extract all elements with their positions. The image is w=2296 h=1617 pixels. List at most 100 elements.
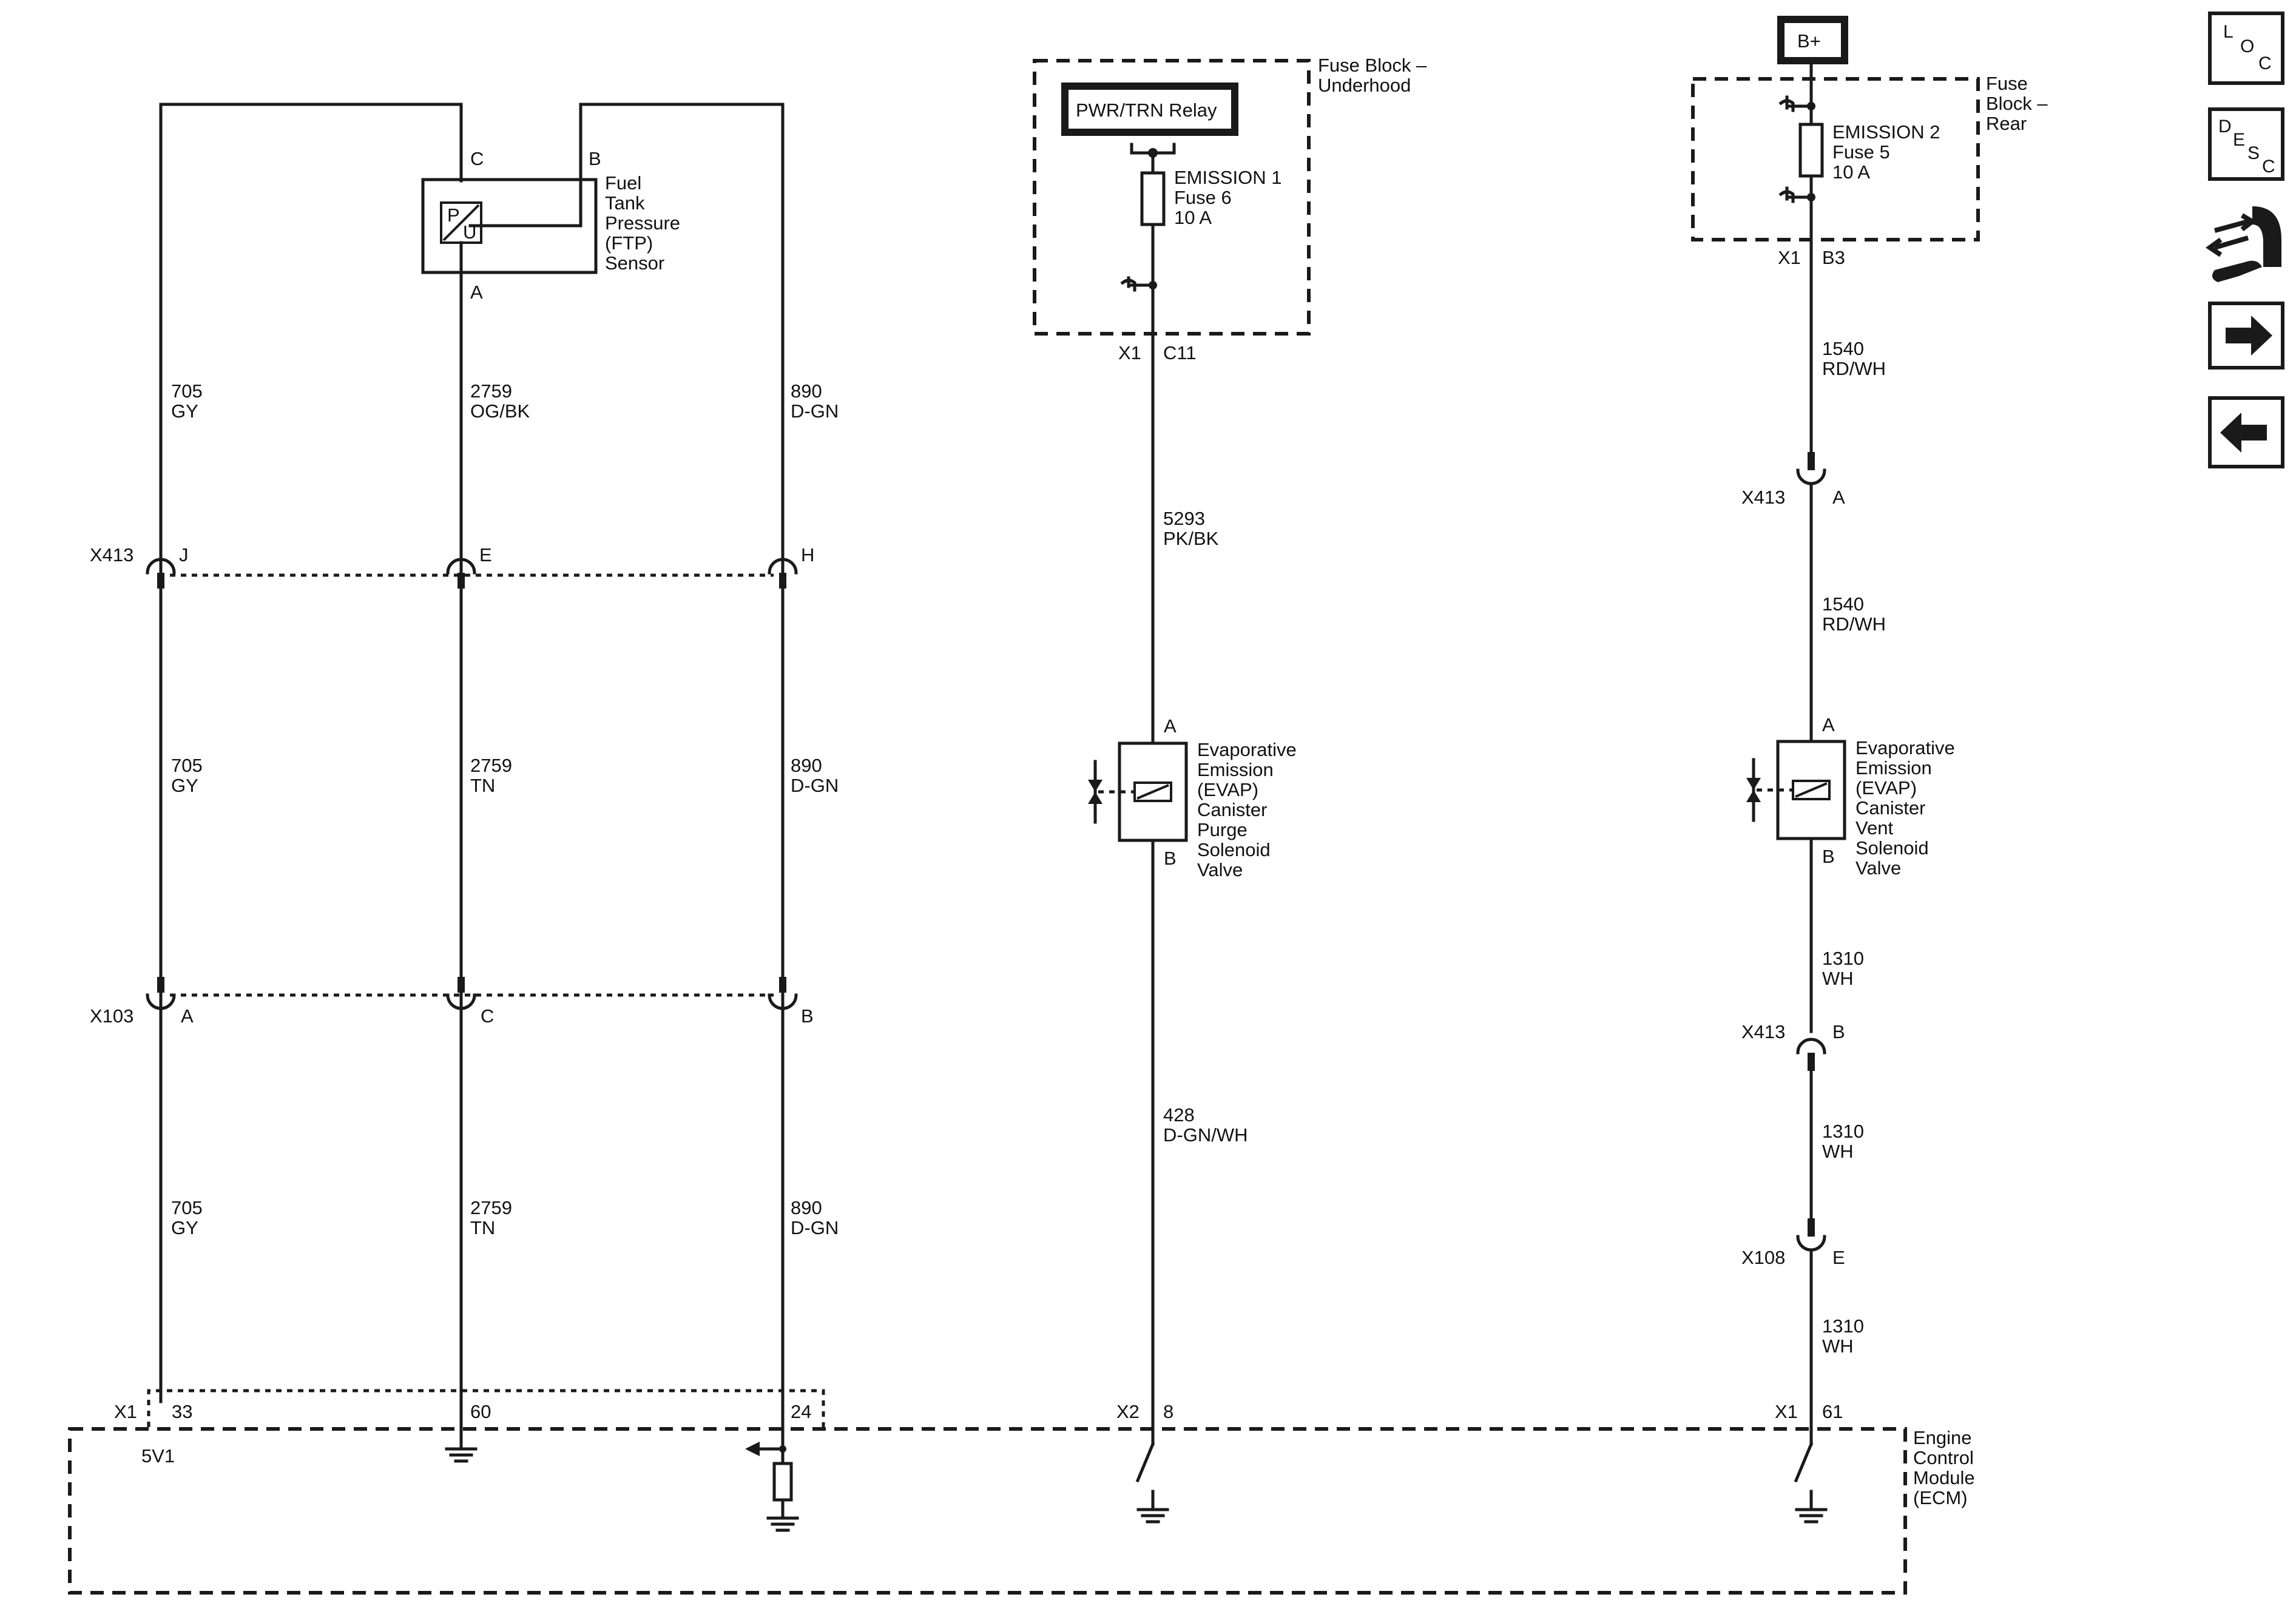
svg-text:X108: X108 [1741,1247,1785,1268]
ftp-sensor-box [421,178,598,274]
vent-pin-b: B [1822,846,1835,867]
svg-text:D-GN: D-GN [791,400,839,422]
svg-text:GY: GY [171,775,198,796]
svg-text:(FTP): (FTP) [605,232,653,254]
svg-text:705: 705 [171,755,203,776]
svg-text:EMISSION 1: EMISSION 1 [1174,167,1281,188]
x413-connector-left: X413 J E H [90,544,814,589]
svg-text:X413: X413 [1741,487,1785,508]
arrow-left-button[interactable] [2208,396,2284,468]
x103-pin-b: B [801,1005,814,1027]
solenoid-valve-icon [1088,760,1102,824]
svg-text:Fuse 5: Fuse 5 [1832,141,1890,163]
svg-text:Evaporative: Evaporative [1855,737,1955,758]
svg-text:EMISSION 2: EMISSION 2 [1832,121,1940,143]
svg-text:RD/WH: RD/WH [1822,358,1886,379]
x413-pin-h: H [801,544,814,565]
x103-pin-a: A [181,1005,194,1027]
pwr-trn-relay-box [1061,83,1238,136]
ecm-x1-pin-61: X1 61 [1775,1401,1843,1422]
svg-text:1540: 1540 [1822,593,1864,615]
svg-text:Canister: Canister [1197,799,1267,820]
rear-x1-b3: X1 B3 [1778,247,1845,268]
ecm-x1-left-name: X1 [114,1401,137,1422]
fuse-block-rear [1691,77,1980,241]
svg-text:705: 705 [171,1197,203,1218]
svg-text:(ECM): (ECM) [1913,1487,1968,1508]
svg-text:Module: Module [1913,1467,1975,1488]
svg-text:(EVAP): (EVAP) [1197,779,1258,800]
svg-text:Control: Control [1913,1447,1974,1468]
arrow-right-button[interactable] [2208,302,2284,370]
ground-icon [445,1400,478,1463]
svg-text:Solenoid: Solenoid [1855,837,1929,859]
ecm-x1-left-connector: X1 33 60 24 5V1 [114,1401,811,1467]
svg-text:705: 705 [171,380,203,402]
vent-solenoid-circuit: B+ Fuse Block – Rear EMISSION 2 Fuse 5 1… [1691,16,2048,1524]
ground-icon [1794,1442,1828,1524]
loc-button[interactable]: L O C [2208,12,2284,85]
svg-text:10 A: 10 A [1832,161,1870,183]
ecm-pin-60: 60 [470,1401,491,1422]
svg-text:Underhood: Underhood [1318,75,1411,96]
svg-text:10 A: 10 A [1174,207,1212,228]
svg-text:8: 8 [1163,1401,1173,1422]
svg-text:X1: X1 [1778,247,1801,268]
svg-text:WH: WH [1822,968,1854,989]
arrow-right-icon [2226,316,2272,356]
ground-icon [1135,1442,1169,1524]
ecm-pin-33: 33 [172,1401,192,1422]
svg-text:C11: C11 [1163,342,1197,363]
svg-text:X1: X1 [1775,1401,1798,1422]
x103-pin-c: C [481,1005,494,1027]
purge-pin-b: B [1164,848,1177,869]
svg-text:L: L [2223,22,2234,42]
svg-text:2759: 2759 [470,1197,512,1218]
x413-left-name: X413 [90,544,133,565]
purge-pin-a: A [1164,715,1177,737]
svg-text:S: S [2247,143,2260,163]
solenoid-valve-icon [1746,758,1761,822]
purge-solenoid-label: Evaporative Emission (EVAP) Canister Pur… [1197,739,1297,880]
svg-text:D: D [2218,116,2232,137]
svg-text:TN: TN [470,1217,495,1238]
svg-text:Fuse 6: Fuse 6 [1174,187,1232,208]
ftp-sensor-label: Fuel Tank Pressure (FTP) Sensor [605,172,680,274]
emission1-fuse-icon [1140,171,1166,226]
svg-text:Purge: Purge [1197,819,1248,840]
svg-text:890: 890 [791,380,822,402]
vent-pin-a: A [1822,714,1835,735]
svg-text:E: E [2233,130,2245,150]
svg-text:(EVAP): (EVAP) [1855,777,1917,798]
connector-wrench-icon[interactable] [2205,206,2281,282]
svg-text:E: E [1832,1247,1845,1268]
b-plus-label: B+ [1797,30,1821,52]
svg-text:Fuse: Fuse [1986,73,2028,94]
svg-text:Canister: Canister [1855,797,1925,819]
svg-text:Rear: Rear [1986,113,2027,134]
svg-text:D-GN: D-GN [791,1217,839,1238]
x413-connector-right-a: X413 A [1741,452,1845,508]
svg-text:890: 890 [791,755,822,776]
desc-button[interactable]: D E S C [2208,107,2284,181]
fuse-block-underhood [1033,59,1311,336]
vent-solenoid-label: Evaporative Emission (EVAP) Canister Ven… [1855,737,1955,879]
svg-text:Vent: Vent [1855,817,1893,839]
svg-text:A: A [1832,487,1845,508]
svg-text:5293: 5293 [1163,508,1205,529]
ftp-pin-b: B [589,148,601,169]
svg-text:428: 428 [1163,1104,1195,1126]
svg-text:GY: GY [171,400,198,422]
ftp-symbol-p: P [447,204,460,226]
emission1-fuse-label: EMISSION 1 Fuse 6 10 A [1174,167,1281,228]
svg-text:1540: 1540 [1822,338,1864,359]
